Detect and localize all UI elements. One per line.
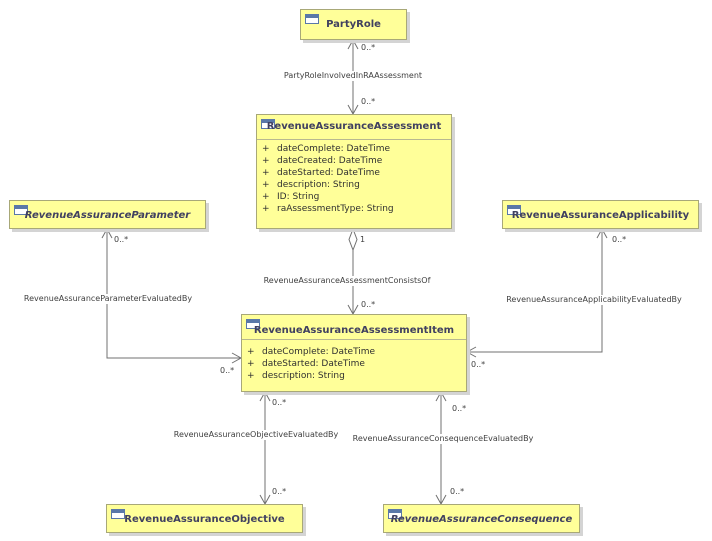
attribute-list: +dateComplete: DateTime +dateCreated: Da…	[257, 139, 451, 215]
class-revenue-assurance-consequence[interactable]: RevenueAssuranceConsequence	[383, 504, 580, 533]
class-icon	[14, 205, 28, 215]
multiplicity-label: 0..*	[272, 398, 287, 407]
multiplicity-label: 0..*	[272, 487, 287, 496]
arrowhead-item-bottom-left	[259, 390, 271, 402]
attribute[interactable]: +description: String	[262, 180, 360, 190]
class-icon	[388, 509, 402, 519]
multiplicity-label: 0..*	[452, 404, 467, 413]
class-revenue-assurance-parameter[interactable]: RevenueAssuranceParameter	[9, 200, 206, 229]
association-name-label: RevenueAssuranceObjectiveEvaluatedBy	[173, 430, 339, 440]
attribute[interactable]: +raAssessmentType: String	[262, 204, 394, 214]
attribute[interactable]: +dateCreated: DateTime	[262, 156, 383, 166]
multiplicity-label: 0..*	[114, 235, 129, 244]
aggregation-diamond	[348, 227, 358, 252]
association-name-label: RevenueAssuranceParameterEvaluatedBy	[23, 294, 193, 304]
edge-applicability-evaluated[interactable]	[467, 229, 603, 353]
class-name: RevenueAssuranceApplicability	[511, 210, 690, 221]
class-icon	[305, 14, 319, 24]
multiplicity-label: 0..*	[612, 235, 627, 244]
class-name: RevenueAssuranceAssessment	[266, 121, 442, 132]
class-name: RevenueAssuranceObjective	[124, 514, 285, 525]
class-name: RevenueAssuranceConsequence	[390, 514, 573, 525]
class-revenue-assurance-assessment[interactable]: RevenueAssuranceAssessment +dateComplete…	[256, 114, 452, 229]
class-name: PartyRole	[326, 19, 381, 30]
class-revenue-assurance-objective[interactable]: RevenueAssuranceObjective	[106, 504, 303, 533]
association-name-label: RevenueAssuranceAssessmentConsistsOf	[263, 276, 431, 286]
attribute[interactable]: +dateComplete: DateTime	[247, 347, 376, 357]
arrowhead-applicability	[596, 227, 608, 239]
class-icon	[111, 509, 125, 519]
attribute[interactable]: +dateStarted: DateTime	[262, 168, 380, 178]
multiplicity-label: 0..*	[361, 43, 376, 52]
attribute-list: +dateComplete: DateTime +dateStarted: Da…	[242, 339, 466, 382]
class-name: RevenueAssuranceParameter	[24, 210, 191, 221]
attribute[interactable]: +description: String	[247, 371, 345, 381]
arrowhead-item-right	[465, 346, 477, 358]
class-icon	[261, 119, 275, 129]
class-icon	[246, 319, 260, 329]
multiplicity-label: 1	[360, 235, 366, 244]
edge-parameter-evaluated[interactable]	[106, 229, 241, 359]
association-name-label: RevenueAssuranceApplicabilityEvaluatedBy	[506, 295, 682, 305]
multiplicity-label: 0..*	[361, 300, 376, 309]
multiplicity-label: 0..*	[220, 366, 235, 375]
association-name-label: RevenueAssuranceConsequenceEvaluatedBy	[352, 434, 534, 444]
multiplicity-label: 0..*	[361, 97, 376, 106]
attribute[interactable]: +ID: String	[262, 192, 320, 202]
arrowhead-party-role	[347, 38, 359, 50]
class-name: RevenueAssuranceAssessmentItem	[253, 325, 455, 336]
class-icon	[507, 205, 521, 215]
class-revenue-assurance-assessment-item[interactable]: RevenueAssuranceAssessmentItem +dateComp…	[241, 314, 467, 392]
association-name-label: PartyRoleInvolvedInRAAssessment	[283, 71, 423, 81]
multiplicity-label: 0..*	[471, 360, 486, 369]
class-party-role[interactable]: PartyRole	[300, 9, 407, 40]
attribute[interactable]: +dateStarted: DateTime	[247, 359, 365, 369]
attribute[interactable]: +dateComplete: DateTime	[262, 144, 391, 154]
arrowhead-parameter	[101, 227, 113, 239]
class-revenue-assurance-applicability[interactable]: RevenueAssuranceApplicability	[502, 200, 699, 229]
multiplicity-label: 0..*	[450, 487, 465, 496]
arrowhead-item-bottom-right	[435, 390, 447, 402]
